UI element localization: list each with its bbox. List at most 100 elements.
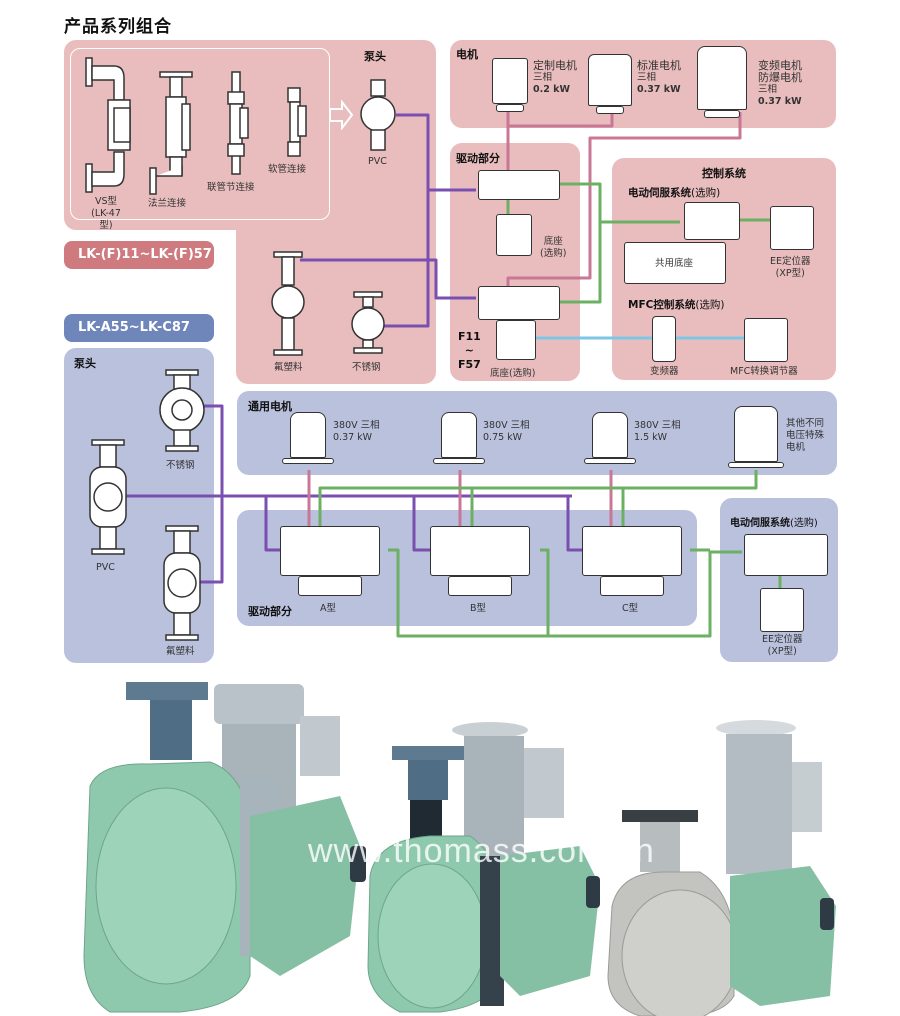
ee-positioner-icon-a xyxy=(760,588,804,632)
custom-motor-phase: 三相 xyxy=(533,72,553,83)
control-heading: 控制系统 xyxy=(702,167,746,180)
servo-motor-icon xyxy=(684,202,740,240)
servo-optional-text: (选购) xyxy=(790,518,818,529)
mfc-heading-text: MFC控制系统 xyxy=(628,299,696,311)
pump-product-photo xyxy=(83,682,836,1016)
fluoroplastic-pump-head-icon-a xyxy=(163,525,201,641)
ee-positioner-text-a: EE定位器 xyxy=(762,634,803,645)
custom-motor-foot xyxy=(496,104,524,112)
drive-c-base xyxy=(600,576,664,596)
vs-type-fitting-icon xyxy=(85,57,131,193)
base-bottom-icon xyxy=(496,320,536,360)
general-motor-foot-2 xyxy=(433,458,485,464)
stainless-pump-head-icon-a xyxy=(159,369,205,452)
special-motor-label: 其他不同电压特殊电机 xyxy=(786,418,824,454)
mfc-regulator-icon xyxy=(744,318,788,362)
special-motor-foot xyxy=(728,462,784,468)
flange-fitting-icon xyxy=(149,71,193,195)
mfc-optional-text: (选购) xyxy=(695,299,725,311)
mfc-regulator-label: MFC转换调节器 xyxy=(730,366,798,377)
servo-motor-icon-a xyxy=(744,534,828,576)
page-title: 产品系列组合 xyxy=(64,17,172,37)
inverter-icon xyxy=(652,316,676,362)
general-motor-power-2: 0.75 kW xyxy=(483,432,523,443)
servo-heading-a: 电动伺服系统(选购) xyxy=(730,514,818,529)
general-motor-voltage-1: 380V 三相 xyxy=(333,420,380,431)
pump-photo-3 xyxy=(607,720,836,1016)
range-bottom: F57 xyxy=(458,358,481,371)
general-motor-foot-1 xyxy=(282,458,334,464)
inverter-motor-icon xyxy=(697,46,747,110)
drive-c-icon xyxy=(582,526,682,576)
general-motor-voltage-3: 380V 三相 xyxy=(634,420,681,431)
pump-photo-2 xyxy=(367,722,600,1013)
drive-b-icon xyxy=(430,526,530,576)
base-optional-text: (选购) xyxy=(540,248,567,259)
drive-a-base xyxy=(298,576,362,596)
general-motor-voltage-2: 380V 三相 xyxy=(483,420,530,431)
fluoroplastic-label-a: 氟塑料 xyxy=(166,646,195,657)
pump-head-extension-panel-f xyxy=(236,200,436,384)
arrow-right-icon xyxy=(330,100,354,130)
standard-motor-name: 标准电机 xyxy=(637,59,681,72)
custom-motor-icon xyxy=(492,58,528,104)
pvc-label-f: PVC xyxy=(368,156,387,167)
drive-heading-a: 驱动部分 xyxy=(248,605,292,618)
range-label: F11~F57 xyxy=(458,330,481,372)
ee-positioner-label-f: EE定位器(XP型) xyxy=(770,256,811,280)
watermark-text: www.thomass.com.cn xyxy=(308,832,655,870)
series-badge-f: LK-(F)11~LK-(F)57 xyxy=(64,241,214,269)
inverter-motor-power: 0.37 kW xyxy=(758,96,802,107)
motor-heading-a: 通用电机 xyxy=(248,400,292,413)
pump-photo-1 xyxy=(83,682,366,1013)
stainless-pump-head-icon xyxy=(351,291,385,354)
mfc-heading: MFC控制系统(选购) xyxy=(628,297,725,312)
inverter-motor-phase: 三相 xyxy=(758,84,778,95)
special-motor-icon xyxy=(734,406,778,462)
pump-head-heading-f: 泵头 xyxy=(364,50,386,63)
standard-motor-foot xyxy=(596,106,624,114)
ee-type-text-a: (XP型) xyxy=(767,646,797,657)
pvc-pump-head-icon xyxy=(360,79,396,151)
custom-motor-power: 0.2 kW xyxy=(533,84,570,95)
drive-unit-bottom-icon xyxy=(478,286,560,320)
motor-heading-f: 电机 xyxy=(456,48,478,61)
standard-motor-power: 0.37 kW xyxy=(637,84,681,95)
pump-head-heading-a: 泵头 xyxy=(74,357,96,370)
standard-motor-phase: 三相 xyxy=(637,72,657,83)
drive-unit-top-icon xyxy=(478,170,560,200)
inverter-label: 变频器 xyxy=(650,366,679,377)
range-top: F11 xyxy=(458,330,481,343)
general-motor-power-3: 1.5 kW xyxy=(634,432,668,443)
union-connection-label: 联管节连接 xyxy=(207,182,255,193)
vs-type-sub-text: (LK-47型) xyxy=(91,208,121,231)
general-motor-icon-2 xyxy=(441,412,477,458)
drive-c-label: C型 xyxy=(622,603,639,614)
special-motor-text-1: 其他不同 xyxy=(786,418,825,429)
base-label: 底座(选购) xyxy=(540,236,566,260)
stainless-label-a: 不锈钢 xyxy=(166,460,195,471)
hose-connection-label: 软管连接 xyxy=(268,164,307,175)
general-motor-icon-1 xyxy=(290,412,326,458)
hose-fitting-icon xyxy=(287,87,307,157)
vs-type-text: VS型 xyxy=(94,196,118,207)
drive-heading-f: 驱动部分 xyxy=(456,152,500,165)
inverter-motor-name: 变频电机 xyxy=(758,59,802,72)
custom-motor-name: 定制电机 xyxy=(533,59,577,72)
range-sep: ~ xyxy=(464,344,475,357)
explosion-proof-motor-name: 防爆电机 xyxy=(758,71,802,84)
general-motor-power-1: 0.37 kW xyxy=(333,432,373,443)
general-motor-icon-3 xyxy=(592,412,628,458)
special-motor-text-2: 电压特殊 xyxy=(786,430,825,441)
servo-heading-f-text: 电动伺服系统 xyxy=(628,187,691,199)
general-motor-foot-3 xyxy=(584,458,636,464)
ee-positioner-icon-f xyxy=(770,206,814,250)
series-badge-a: LK-A55~LK-C87 xyxy=(64,314,214,342)
servo-heading-text: 电动伺服系统 xyxy=(730,518,790,529)
servo-heading-f: 电动伺服系统(选购) xyxy=(628,185,720,200)
common-base-icon xyxy=(624,242,726,284)
